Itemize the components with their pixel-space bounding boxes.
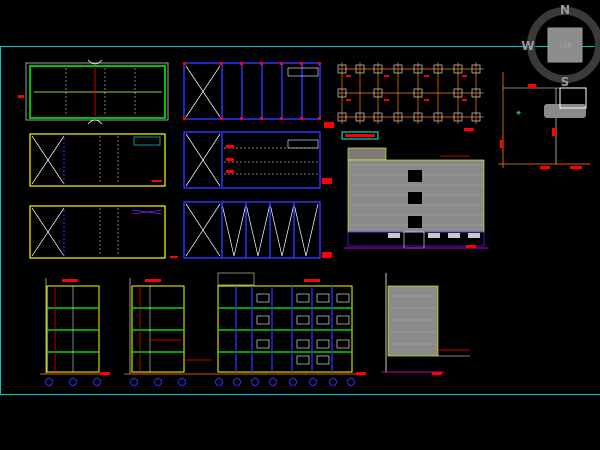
- plan-level-3[interactable]: [29, 205, 178, 259]
- compass-south-label[interactable]: S: [561, 75, 570, 89]
- column-grid-plan[interactable]: [337, 62, 484, 140]
- plan-level-1[interactable]: [18, 59, 169, 125]
- structural-plan-2[interactable]: [183, 131, 332, 189]
- viewcube[interactable]: TOP N S W: [521, 3, 600, 118]
- plan-level-2[interactable]: [29, 133, 166, 187]
- section-3[interactable]: [212, 272, 366, 386]
- section-2[interactable]: [124, 278, 212, 386]
- viewcube-face-label: TOP: [558, 43, 571, 50]
- stair-detail[interactable]: ⌖: [498, 72, 590, 169]
- compass-west-label[interactable]: W: [521, 39, 534, 53]
- compass-north-label[interactable]: N: [560, 3, 570, 17]
- section-1[interactable]: [40, 278, 110, 386]
- side-elevation[interactable]: [382, 273, 470, 375]
- structural-plan-1[interactable]: [183, 62, 334, 128]
- viewcube-top-face[interactable]: [547, 27, 583, 63]
- viewcube-home-icon[interactable]: [544, 104, 586, 118]
- front-elevation[interactable]: [344, 147, 488, 249]
- structural-plan-3[interactable]: [183, 201, 332, 259]
- svg-text:⌖: ⌖: [516, 109, 521, 119]
- viewport-border: [0, 46, 600, 395]
